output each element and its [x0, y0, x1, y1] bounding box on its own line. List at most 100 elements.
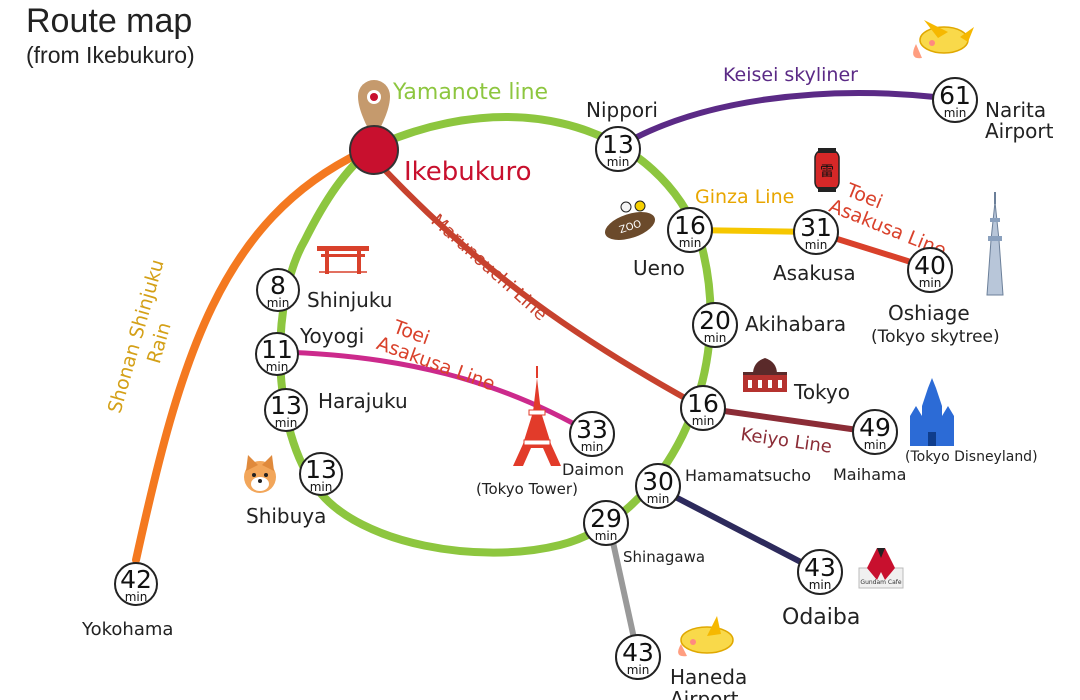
marunouchi-line-label: Marunouchi Line: [427, 210, 552, 325]
station-note: (Tokyo Disneyland): [905, 449, 1038, 465]
station-note: (Tokyo Tower): [476, 480, 578, 498]
station-harajuku[interactable]: 13 min: [264, 388, 308, 432]
gundam-cafe-icon: Gundam Cafe: [858, 548, 904, 589]
station-name: Airport: [670, 687, 739, 700]
ikebukuro-label: Ikebukuro: [404, 157, 532, 187]
station-unit: min: [266, 360, 289, 374]
station-name: Maihama: [833, 465, 906, 484]
shiba-dog-icon: [244, 455, 276, 493]
tokyo-station-icon: [743, 358, 787, 392]
shonan-shinjuku-line: [132, 148, 366, 564]
marunouchi-line: [377, 162, 705, 411]
station-asakusa[interactable]: 31 min: [793, 209, 839, 255]
skytree-icon: [986, 192, 1004, 296]
station-name: Harajuku: [318, 389, 408, 413]
station-haneda[interactable]: 43 min: [615, 634, 661, 680]
station-time: 29: [590, 504, 622, 533]
map-subtitle: (from Ikebukuro): [26, 42, 195, 68]
station-name: Daimon: [562, 460, 624, 479]
station-time: 43: [622, 638, 654, 667]
station-unit: min: [647, 492, 670, 506]
ikebukuro-pin-icon: [358, 80, 390, 140]
yamanote-line-label: Yamanote line: [392, 80, 548, 105]
yamanote-line: [276, 113, 715, 557]
toei-asakusa-line-west: [277, 349, 594, 437]
toei-asakusa-west-label: Toei Asakusa Line: [374, 316, 498, 396]
station-time: 61: [939, 81, 971, 110]
keisei-skyliner-line: [619, 90, 938, 148]
tokyo-tower-icon: [513, 366, 561, 466]
station-time: 49: [859, 413, 891, 442]
zoo-panda-icon: ZOO: [604, 200, 656, 240]
station-unit: min: [125, 590, 148, 604]
station-name: Asakusa: [773, 261, 856, 285]
station-name: Odaiba: [782, 605, 860, 630]
airplane-icon: [913, 20, 974, 59]
station-daimon[interactable]: 33 min: [569, 411, 615, 457]
station-akihabara[interactable]: 20 min: [692, 302, 738, 348]
station-hamamatsucho[interactable]: 30 min: [635, 463, 681, 509]
station-unit: min: [692, 414, 715, 428]
station-note: (Tokyo skytree): [871, 327, 1000, 347]
station-nippori[interactable]: 13 min: [595, 126, 641, 172]
station-shibuya[interactable]: 13 min: [299, 452, 343, 496]
station-time: 11: [261, 335, 293, 364]
station-unit: min: [864, 438, 887, 452]
station-odaiba[interactable]: 43 min: [797, 549, 843, 595]
station-unit: min: [805, 238, 828, 252]
station-time: 30: [642, 467, 674, 496]
station-time: 16: [674, 211, 706, 240]
ikebukuro-station-marker[interactable]: [349, 125, 399, 175]
keiyo-line-label: Keiyo Line: [739, 424, 833, 458]
station-unit: min: [809, 578, 832, 592]
station-name: Ueno: [633, 256, 685, 280]
station-yoyogi[interactable]: 11 min: [255, 332, 299, 376]
station-unit: min: [267, 296, 290, 310]
svg-text:Gundam Cafe: Gundam Cafe: [860, 579, 901, 586]
station-maihama[interactable]: 49 min: [852, 409, 898, 455]
haneda-airplane-icon: [678, 616, 734, 657]
station-narita[interactable]: 61 min: [932, 77, 978, 123]
station-ueno[interactable]: 16 min: [667, 207, 713, 253]
station-time: 43: [804, 553, 836, 582]
torii-gate-icon: [317, 246, 369, 274]
disney-castle-icon: [910, 378, 954, 446]
station-yokohama[interactable]: 42 min: [114, 562, 158, 606]
station-name: Oshiage: [888, 301, 970, 325]
station-unit: min: [919, 276, 942, 290]
station-time: 42: [120, 565, 152, 594]
ginza-line-label: Ginza Line: [695, 186, 794, 208]
station-unit: min: [704, 331, 727, 345]
station-unit: min: [581, 440, 604, 454]
station-shinagawa[interactable]: 29 min: [583, 500, 629, 546]
station-tokyo[interactable]: 16 min: [680, 385, 726, 431]
station-unit: min: [627, 663, 650, 677]
station-unit: min: [944, 106, 967, 120]
station-name: Akihabara: [745, 312, 846, 336]
station-name: Haneda: [670, 665, 747, 689]
station-name: Nippori: [586, 98, 658, 122]
station-time: 13: [270, 391, 302, 420]
keiyo-line: [702, 405, 873, 435]
station-oshiage[interactable]: 40 min: [907, 247, 953, 293]
rinkai-line: [656, 485, 822, 575]
station-name: Tokyo: [793, 380, 850, 404]
station-time: 8: [270, 271, 286, 300]
station-unit: min: [275, 416, 298, 430]
station-name: Yokohama: [81, 619, 173, 640]
svg-text:雷: 雷: [820, 164, 834, 180]
kaminarimon-lantern-icon: 雷: [814, 148, 840, 192]
map-title: Route map: [26, 2, 193, 40]
station-time: 20: [699, 306, 731, 335]
station-name: Yoyogi: [299, 324, 364, 348]
station-unit: min: [607, 155, 630, 169]
station-name: Narita: [985, 98, 1046, 122]
station-time: 13: [305, 455, 337, 484]
station-name: Shinjuku: [307, 288, 392, 312]
station-shinjuku[interactable]: 8 min: [256, 268, 300, 312]
station-name: Airport: [985, 119, 1054, 143]
station-time: 40: [914, 251, 946, 280]
station-name: Hamamatsucho: [685, 466, 811, 485]
station-time: 16: [687, 389, 719, 418]
